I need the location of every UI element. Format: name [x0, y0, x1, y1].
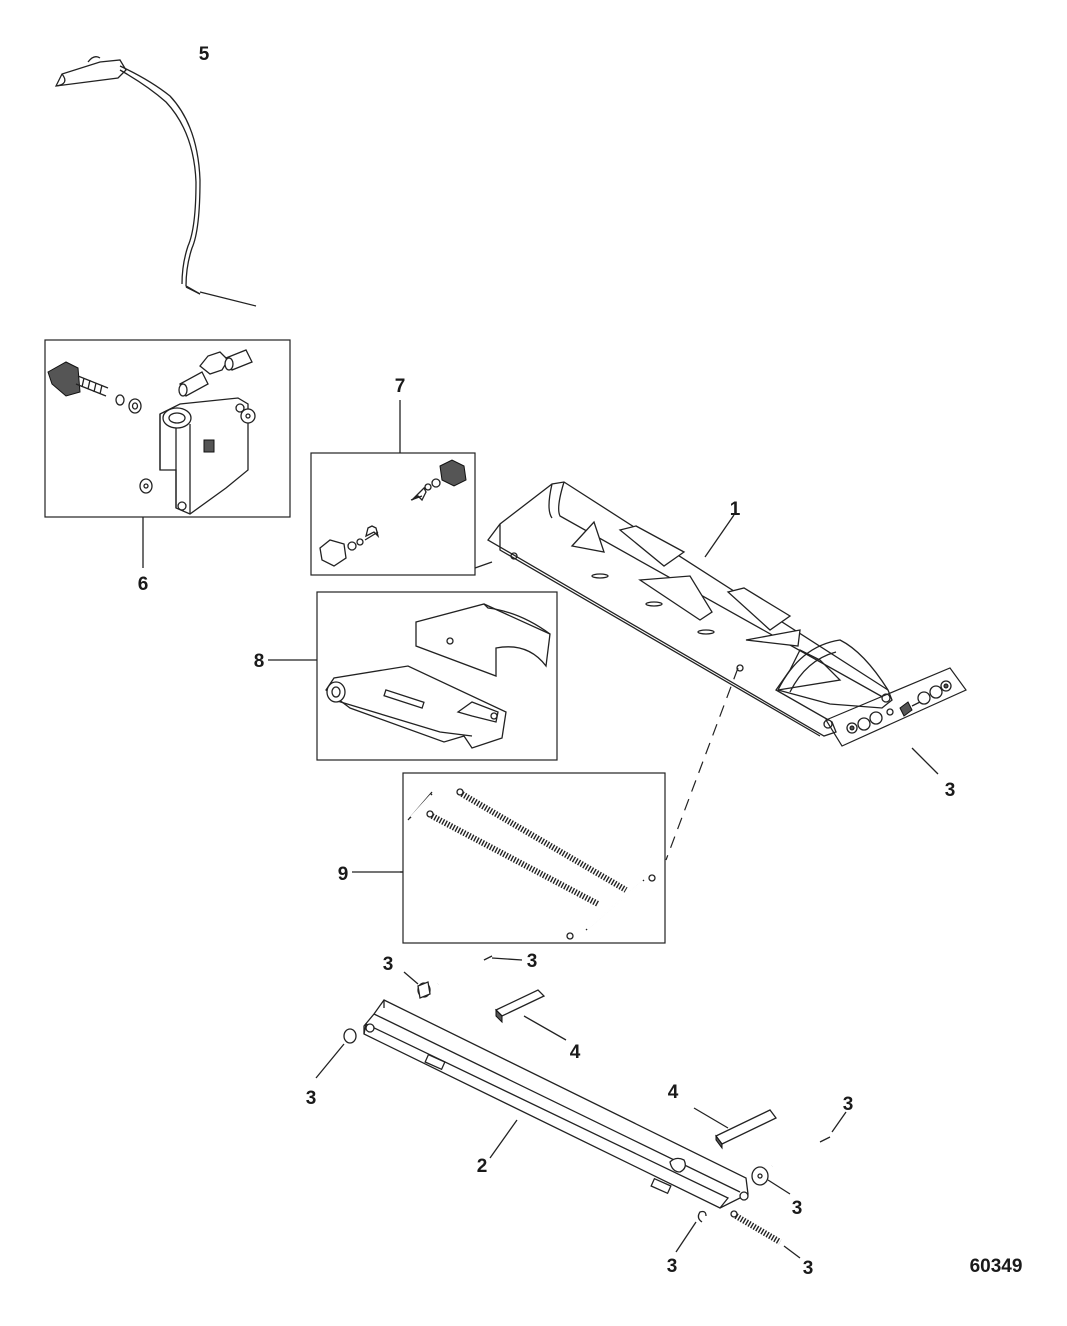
callout-9: 9 — [338, 864, 349, 885]
callout-4-lower: 4 — [668, 1082, 679, 1103]
callout-3-spring: 3 — [803, 1258, 814, 1279]
knob-hardware-kit-frame — [310, 452, 476, 576]
lower-hardware — [315, 955, 847, 1259]
callout-labels: 1 2 3 3 3 3 3 3 3 3 4 4 5 6 7 8 9 — [138, 44, 956, 1279]
callout-4-upper: 4 — [570, 1042, 581, 1063]
callout-6: 6 — [138, 574, 149, 595]
callout-7: 7 — [395, 376, 406, 397]
clamp-bracket-kit — [44, 339, 291, 568]
callout-3-washer: 3 — [792, 1198, 803, 1219]
callout-3-clip: 3 — [667, 1256, 678, 1277]
clamp-bracket-kit-frame — [44, 339, 291, 518]
cable-assembly — [54, 56, 257, 307]
callout-3-bracket-hardware: 3 — [945, 780, 956, 801]
figure-number: 60349 — [970, 1256, 1023, 1277]
upper-arm — [487, 481, 893, 737]
callout-3-pin-top: 3 — [527, 951, 538, 972]
spring-set-kit-frame — [402, 772, 666, 944]
dashed-leader — [665, 667, 739, 861]
pivot-hardware-kit-frame — [825, 667, 967, 747]
cover-kit — [268, 591, 558, 761]
callout-3-left-end: 3 — [306, 1088, 317, 1109]
pivot-hardware-kit — [825, 667, 967, 775]
spring-set-kit — [352, 772, 666, 944]
callout-8: 8 — [254, 651, 265, 672]
callout-5: 5 — [199, 44, 210, 65]
knob-hardware-kit — [310, 400, 493, 576]
callout-2: 2 — [477, 1156, 488, 1177]
callout-3-bushing: 3 — [383, 954, 394, 975]
lower-arm — [363, 999, 749, 1209]
callout-1: 1 — [730, 499, 741, 520]
callout-3-pin-right: 3 — [843, 1094, 854, 1115]
cover-kit-frame — [316, 591, 558, 761]
